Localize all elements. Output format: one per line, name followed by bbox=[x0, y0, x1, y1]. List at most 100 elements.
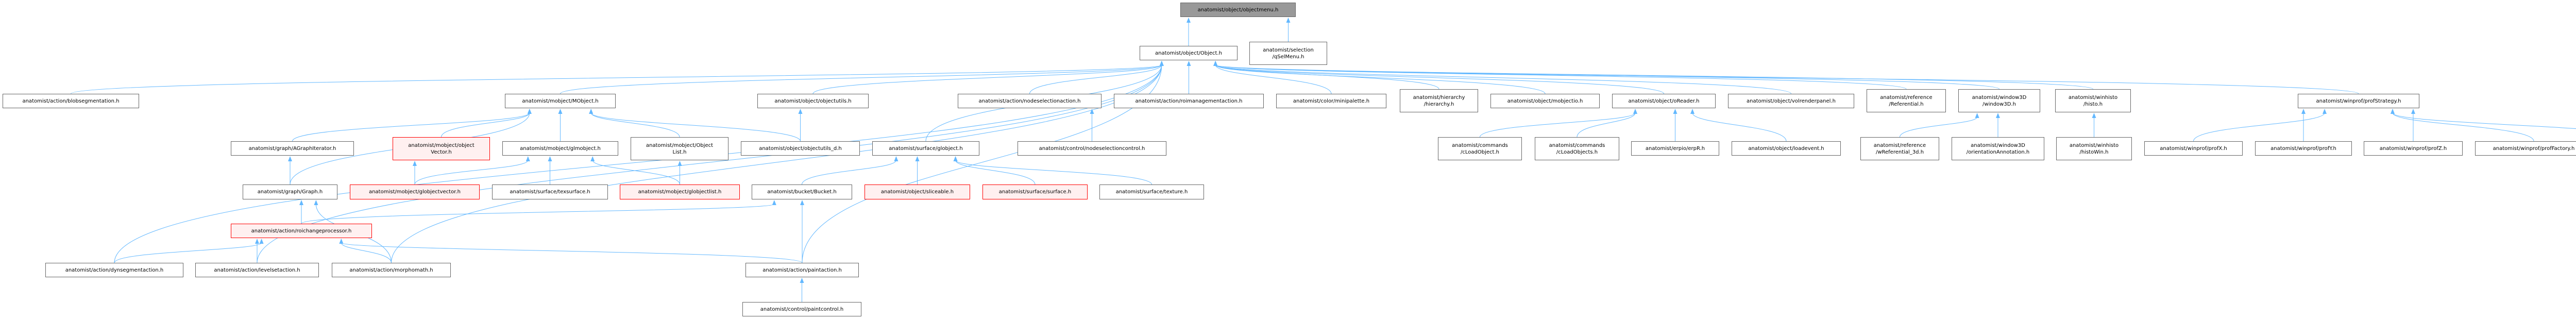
node-label: anatomist/action/levelsetaction.h bbox=[214, 267, 300, 273]
edge-window3D-to-Object bbox=[1215, 64, 1999, 90]
node-histowin[interactable]: anatomist/winhisto /histoWin.h bbox=[2056, 137, 2132, 160]
node-profz[interactable]: anatomist/winprof/profZ.h bbox=[2364, 141, 2463, 156]
node-label: anatomist/surface/texsurface.h bbox=[510, 189, 590, 195]
node-sliceable[interactable]: anatomist/object/sliceable.h bbox=[865, 184, 970, 199]
node-paintaction[interactable]: anatomist/action/paintaction.h bbox=[745, 263, 859, 277]
node-profy[interactable]: anatomist/winprof/profY.h bbox=[2255, 141, 2352, 156]
edge-objectutils_d-to-MObject bbox=[590, 112, 801, 142]
node-texsurface[interactable]: anatomist/surface/texsurface.h bbox=[492, 184, 608, 199]
node-globjectvector[interactable]: anatomist/mobject/globjectvector.h bbox=[350, 184, 480, 199]
node-object[interactable]: anatomist/object/Object.h bbox=[1140, 46, 1238, 60]
node-erpr[interactable]: anatomist/erpio/erpR.h bbox=[1631, 141, 1719, 156]
node-profx[interactable]: anatomist/winprof/profX.h bbox=[2144, 141, 2243, 156]
node-proffactory[interactable]: anatomist/winprof/profFactory.h bbox=[2475, 141, 2576, 156]
arrowhead-icon bbox=[259, 239, 264, 244]
arrowhead-icon bbox=[526, 156, 530, 161]
node-label: anatomist/graph/AGraphIterator.h bbox=[248, 145, 336, 152]
edge-profStrategy-to-Object bbox=[1215, 64, 2359, 94]
node-objectmenu[interactable]: anatomist/object/objectmenu.h bbox=[1180, 3, 1296, 17]
node-label: anatomist/object/volrenderpanel.h bbox=[1747, 98, 1836, 104]
arrowhead-icon bbox=[800, 200, 804, 205]
node-minipalette[interactable]: anatomist/color/minipalette.h bbox=[1276, 94, 1386, 108]
arrowhead-icon bbox=[1187, 18, 1191, 23]
node-bucket[interactable]: anatomist/bucket/Bucket.h bbox=[752, 184, 852, 199]
node-label: anatomist/control/paintcontrol.h bbox=[760, 306, 844, 312]
node-label: anatomist/object/sliceable.h bbox=[880, 189, 954, 195]
edge-wReferential_3d-to-window3D bbox=[1900, 116, 1978, 138]
arrowhead-icon bbox=[558, 109, 563, 114]
node-blobsegmentation[interactable]: anatomist/action/blobsegmentation.h bbox=[3, 94, 139, 108]
node-label: anatomist/action/roichangeprocessor.h bbox=[251, 228, 352, 234]
node-roichangeprocessor[interactable]: anatomist/action/roichangeprocessor.h bbox=[231, 224, 372, 238]
edge-cLoadObject-to-oReader bbox=[1480, 112, 1636, 138]
node-hierarchy[interactable]: anatomist/hierarchy /hierarchy.h bbox=[1400, 89, 1478, 112]
edge-profX-to-profStrategy bbox=[2193, 112, 2325, 142]
arrowhead-icon bbox=[527, 109, 532, 114]
node-loadevent[interactable]: anatomist/object/loadevent.h bbox=[1732, 141, 1841, 156]
node-objectlist[interactable]: anatomist/mobject/Object List.h bbox=[631, 137, 728, 160]
node-dynsegmentaction[interactable]: anatomist/action/dynsegmentaction.h bbox=[45, 263, 183, 277]
node-referential[interactable]: anatomist/reference /Referential.h bbox=[1867, 89, 1946, 112]
node-label: anatomist/erpio/erpR.h bbox=[1645, 145, 1705, 152]
node-label: anatomist/object/mobjectio.h bbox=[1507, 98, 1583, 104]
node-label: anatomist/mobject/glmobject.h bbox=[520, 145, 601, 152]
node-window3d[interactable]: anatomist/window3D /window3D.h bbox=[1958, 89, 2040, 112]
node-roimanagementaction[interactable]: anatomist/action/roimanagementaction.h bbox=[1114, 94, 1264, 108]
node-label: anatomist/mobject/globjectlist.h bbox=[638, 189, 722, 195]
arrowhead-icon bbox=[1996, 113, 2000, 118]
node-label: anatomist/commands /cLoadObject.h bbox=[1452, 142, 1508, 155]
node-surface[interactable]: anatomist/surface/surface.h bbox=[982, 184, 1088, 199]
node-profstrategy[interactable]: anatomist/winprof/profStrategy.h bbox=[2298, 94, 2419, 108]
node-label: anatomist/mobject/object Vector.h bbox=[408, 142, 474, 155]
edge-objectVector-to-MObject bbox=[441, 112, 530, 138]
node-objectutils-d[interactable]: anatomist/object/objectutils_d.h bbox=[741, 141, 860, 156]
node-label: anatomist/commands /cLoadObjects.h bbox=[1549, 142, 1605, 155]
node-histo[interactable]: anatomist/winhisto /histo.h bbox=[2055, 89, 2131, 112]
edge-blobsegmentation-to-Object bbox=[71, 64, 1162, 94]
node-qselmenu[interactable]: anatomist/selection /qSelMenu.h bbox=[1249, 42, 1327, 65]
node-cloadobjects[interactable]: anatomist/commands /cLoadObjects.h bbox=[1535, 137, 1619, 160]
node-volrenderpanel[interactable]: anatomist/object/volrenderpanel.h bbox=[1728, 94, 1854, 108]
node-label: anatomist/surface/surface.h bbox=[998, 189, 1072, 195]
node-mobject[interactable]: anatomist/mobject/MObject.h bbox=[505, 94, 616, 108]
node-nodeselectioncontrol[interactable]: anatomist/control/nodeselectioncontrol.h bbox=[1018, 141, 1166, 156]
node-glmobject[interactable]: anatomist/mobject/glmobject.h bbox=[502, 141, 618, 156]
edge-dynsegmentaction-to-roichangeprocessor bbox=[114, 242, 262, 263]
arrowhead-icon bbox=[288, 156, 292, 161]
node-label: anatomist/action/blobsegmentation.h bbox=[22, 98, 120, 104]
node-objectutils[interactable]: anatomist/object/objectutils.h bbox=[757, 94, 869, 108]
node-mobjectio[interactable]: anatomist/object/mobjectio.h bbox=[1490, 94, 1600, 108]
arrowhead-icon bbox=[894, 156, 899, 161]
node-nodeselectionaction[interactable]: anatomist/action/nodeselectionaction.h bbox=[958, 94, 1101, 108]
node-cloadobject[interactable]: anatomist/commands /cLoadObject.h bbox=[1438, 137, 1522, 160]
node-morphomath[interactable]: anatomist/action/morphomath.h bbox=[332, 263, 451, 277]
node-paintcontrol[interactable]: anatomist/control/paintcontrol.h bbox=[742, 302, 861, 316]
node-label: anatomist/selection /qSelMenu.h bbox=[1263, 47, 1314, 60]
edge-morphomath-to-Object bbox=[391, 64, 1162, 263]
node-label: anatomist/window3D /orientationAnnotatio… bbox=[1966, 142, 2030, 155]
arrowhead-icon bbox=[1159, 61, 1164, 66]
node-graph[interactable]: anatomist/graph/Graph.h bbox=[243, 184, 337, 199]
node-label: anatomist/bucket/Bucket.h bbox=[767, 189, 837, 195]
arrowhead-icon bbox=[2391, 109, 2395, 114]
node-globjectlist[interactable]: anatomist/mobject/globjectlist.h bbox=[620, 184, 740, 199]
node-oreader[interactable]: anatomist/object/oReader.h bbox=[1612, 94, 1716, 108]
node-levelsetaction[interactable]: anatomist/action/levelsetaction.h bbox=[195, 263, 319, 277]
arrowhead-icon bbox=[548, 156, 552, 161]
node-orientationannotation[interactable]: anatomist/window3D /orientationAnnotatio… bbox=[1952, 137, 2044, 160]
node-label: anatomist/object/objectutils_d.h bbox=[759, 145, 842, 152]
node-label: anatomist/window3D /window3D.h bbox=[1972, 94, 2027, 107]
arrowhead-icon bbox=[798, 109, 803, 114]
node-label: anatomist/mobject/Object List.h bbox=[646, 142, 714, 155]
node-wreferential-3d[interactable]: anatomist/reference /wReferential_3d.h bbox=[1860, 137, 1939, 160]
node-label: anatomist/action/nodeselectionaction.h bbox=[978, 98, 1081, 104]
node-objectvector[interactable]: anatomist/mobject/object Vector.h bbox=[393, 137, 490, 160]
edge-globjectlist-to-glmobject bbox=[592, 160, 680, 185]
arrowhead-icon bbox=[2092, 113, 2096, 118]
node-label: anatomist/surface/texture.h bbox=[1115, 189, 1188, 195]
node-agraphiterator[interactable]: anatomist/graph/AGraphIterator.h bbox=[231, 141, 354, 156]
node-globject[interactable]: anatomist/surface/globject.h bbox=[872, 141, 979, 156]
edge-nodeselectionaction-to-Object bbox=[1029, 64, 1162, 94]
node-texture[interactable]: anatomist/surface/texture.h bbox=[1099, 184, 1204, 199]
